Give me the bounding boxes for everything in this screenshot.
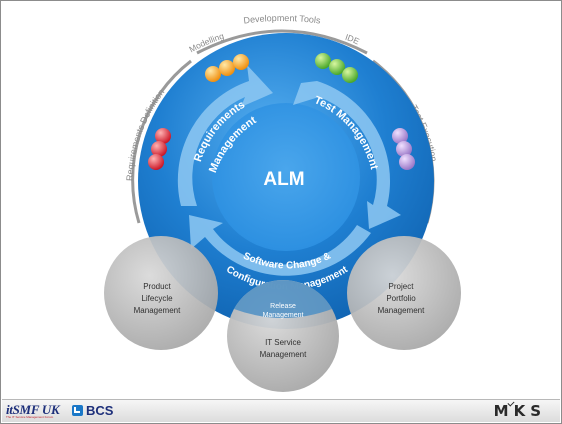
modelling-balls bbox=[205, 54, 249, 82]
project-portfolio-text: Project Portfolio Management bbox=[378, 282, 425, 315]
bcs-logo: BCS bbox=[86, 403, 114, 418]
it-service-text: IT Service Management bbox=[260, 338, 307, 359]
product-lifecycle-circle bbox=[104, 236, 218, 350]
req-def-balls bbox=[148, 128, 171, 170]
test-exec-balls bbox=[392, 128, 415, 170]
dev-tools-label: Development Tools bbox=[243, 13, 322, 26]
svg-text:Project: Project bbox=[389, 282, 415, 291]
ide-balls bbox=[315, 53, 358, 83]
test-arrow bbox=[293, 81, 401, 229]
itsmf-logo: itSMF UK bbox=[6, 402, 60, 417]
svg-text:Management: Management bbox=[134, 306, 181, 315]
svg-text:Management: Management bbox=[260, 350, 307, 359]
scm-arrow bbox=[189, 215, 371, 276]
requirements-arrow bbox=[177, 65, 273, 206]
svg-text:Lifecycle: Lifecycle bbox=[141, 294, 173, 303]
product-lifecycle-text: Product Lifecycle Management bbox=[134, 282, 181, 315]
svg-text:Release: Release bbox=[270, 303, 296, 310]
release-text: Release Management bbox=[263, 303, 304, 319]
release-band bbox=[234, 280, 332, 318]
footer-bar: itSMF UK The IT Service Management Forum… bbox=[2, 399, 560, 422]
svg-text:Portfolio: Portfolio bbox=[386, 294, 416, 303]
bcs-icon bbox=[72, 405, 83, 416]
svg-text:Product: Product bbox=[143, 282, 171, 291]
project-portfolio-circle bbox=[347, 236, 461, 350]
itsmf-tagline: The IT Service Management Forum bbox=[6, 415, 54, 419]
svg-text:Management: Management bbox=[263, 312, 304, 319]
svg-text:Management: Management bbox=[378, 306, 425, 315]
alm-title: ALM bbox=[263, 169, 304, 190]
req-def-bracket bbox=[131, 59, 192, 224]
dev-tools-bracket bbox=[196, 29, 368, 55]
alm-center bbox=[212, 103, 360, 251]
mks-logo: MKS bbox=[493, 402, 546, 420]
svg-text:IT Service: IT Service bbox=[265, 338, 301, 347]
alm-diagram: Development Tools Requirements Definitio… bbox=[104, 13, 461, 392]
